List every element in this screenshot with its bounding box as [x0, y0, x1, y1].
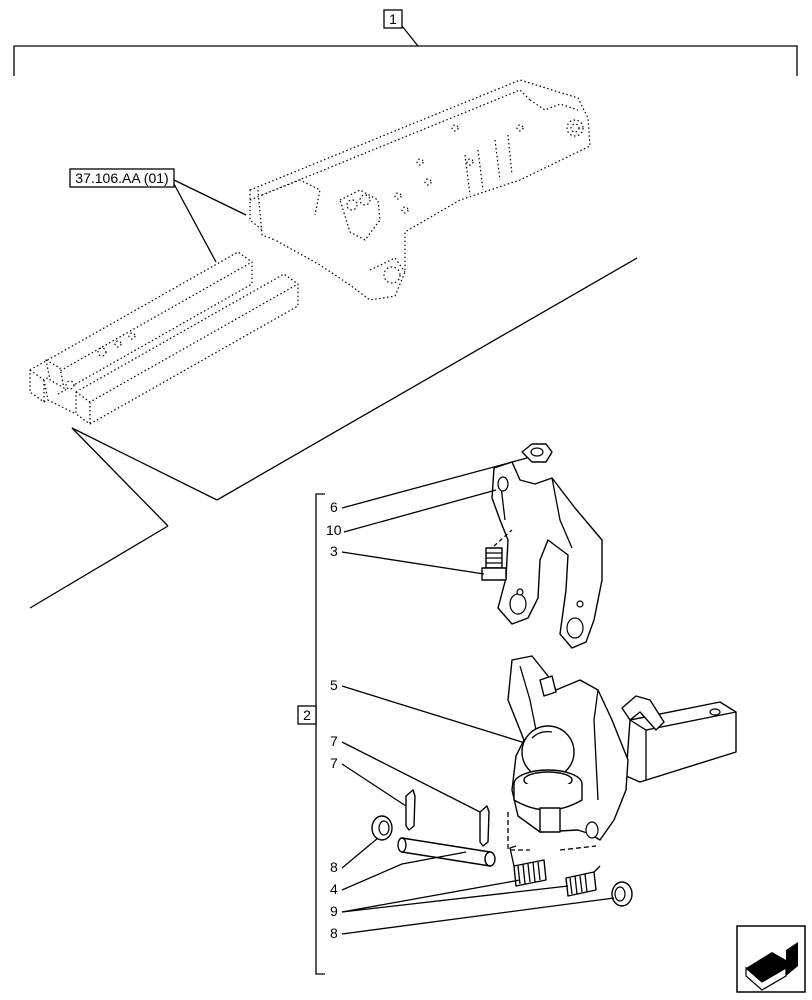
arrow-navigation-icon[interactable]: [736, 925, 806, 993]
group-2-bracket: 2: [297, 493, 325, 975]
label-6: 6: [330, 499, 338, 515]
label-7-lower: 7: [330, 755, 338, 771]
pin-part[interactable]: [397, 837, 496, 867]
label-8-upper: 8: [330, 859, 338, 875]
label-4: 4: [330, 881, 338, 897]
washer-part-b[interactable]: [611, 881, 633, 907]
spring-part-a[interactable]: [509, 845, 547, 887]
cotter-pin-part-a[interactable]: [405, 789, 416, 831]
label-5: 5: [330, 677, 338, 693]
label-9: 9: [330, 903, 338, 919]
bolt-part[interactable]: [481, 529, 513, 581]
label-3: 3: [330, 543, 338, 559]
callout-labels: 6 10 3 5 7 7 8 4 9 8: [326, 457, 615, 941]
cotter-pin-part-b[interactable]: [479, 805, 490, 847]
reference-callout[interactable]: 37.106.AA (01): [69, 168, 247, 263]
ball-hitch-part[interactable]: [507, 655, 737, 851]
callout-1: 1: [389, 11, 397, 27]
label-8-lower: 8: [330, 925, 338, 941]
reference-label: 37.106.AA (01): [75, 170, 168, 186]
top-assembly-bracket: 1: [13, 9, 798, 76]
rails-outline: [29, 251, 299, 425]
washer-part-a[interactable]: [371, 815, 393, 841]
nut-part[interactable]: [521, 443, 553, 463]
hitch-bracket-part[interactable]: [491, 461, 603, 649]
label-10: 10: [326, 522, 342, 538]
label-7-upper: 7: [330, 733, 338, 749]
leader-lines-main: [29, 257, 638, 609]
spring-part-b[interactable]: [565, 865, 601, 897]
chassis-bracket-outline: [249, 79, 591, 301]
callout-2: 2: [303, 707, 311, 723]
